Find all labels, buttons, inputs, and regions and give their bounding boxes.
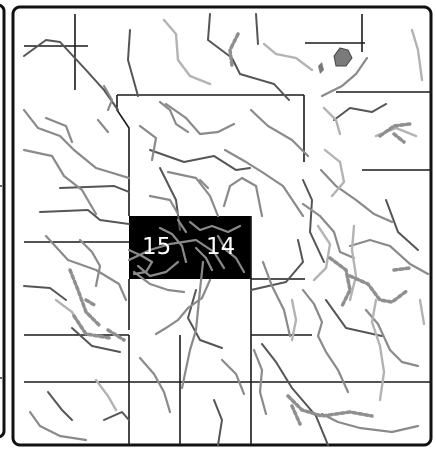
pond-shape [318, 62, 324, 74]
water-features [318, 47, 353, 74]
section-grid [24, 14, 432, 445]
medium-roads [22, 56, 430, 442]
lake-shape [333, 47, 353, 67]
terrain-texture [127, 100, 246, 278]
trails [68, 32, 412, 426]
section-label-15[interactable]: 15 [142, 234, 171, 260]
left-panel-edge [0, 3, 6, 439]
light-roads [54, 18, 426, 412]
section-label-14[interactable]: 14 [206, 234, 235, 260]
dark-roads [23, 13, 419, 446]
